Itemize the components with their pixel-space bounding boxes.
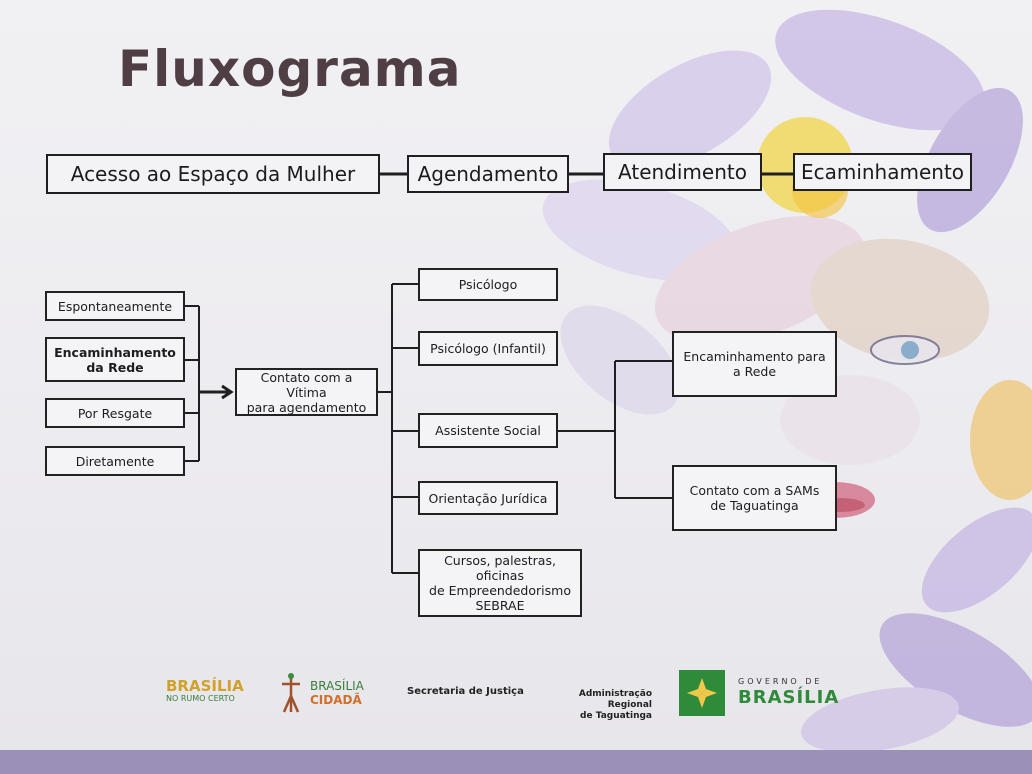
- service-cursos-sebrae: Cursos, palestras, oficinas de Empreende…: [418, 549, 582, 617]
- access-mode-espontaneamente: Espontaneamente: [45, 291, 185, 321]
- service-psicologo: Psicólogo: [418, 268, 558, 301]
- header-step-agendamento: Agendamento: [407, 155, 569, 193]
- logo-brasilia-cidada: BRASÍLIA CIDADÃ: [310, 679, 364, 707]
- service-psicologo-infantil: Psicólogo (Infantil): [418, 331, 558, 366]
- access-mode-diretamente: Diretamente: [45, 446, 185, 476]
- logo-brasilia-rumo-certo: BRASÍLIA NO RUMO CERTO: [166, 677, 244, 703]
- flow-connectors: [185, 172, 793, 574]
- referral-sams: Contato com a SAMs de Taguatinga: [672, 465, 837, 531]
- referral-rede: Encaminhamento para a Rede: [672, 331, 837, 397]
- administracao-regional-label: Administração Regional de Taguatinga: [578, 689, 652, 721]
- header-step-atendimento: Atendimento: [603, 153, 762, 191]
- page-title: Fluxograma: [118, 40, 462, 98]
- contact-victim-box: Contato com a Vítima para agendamento: [235, 368, 378, 416]
- secretaria-justica-label: Secretaria de Justiça: [407, 686, 524, 697]
- logo-governo-brasilia: GOVERNO DE BRASÍLIA: [738, 677, 840, 708]
- header-step-acesso: Acesso ao Espaço da Mulher: [46, 154, 380, 194]
- service-assistente-social: Assistente Social: [418, 413, 558, 448]
- brasilia-cidada-emblem-icon: [282, 673, 300, 713]
- poster: Fluxograma Acesso ao Espaço da Mulher Ag…: [0, 0, 1032, 750]
- access-mode-encaminhamento: Encaminhamento da Rede: [45, 337, 185, 382]
- header-step-encaminhamento: Ecaminhamento: [793, 153, 972, 191]
- floral-background: [542, 9, 1032, 750]
- service-orientacao-juridica: Orientação Jurídica: [418, 481, 558, 515]
- governo-brasilia-emblem-icon: [679, 670, 725, 716]
- access-mode-resgate: Por Resgate: [45, 398, 185, 428]
